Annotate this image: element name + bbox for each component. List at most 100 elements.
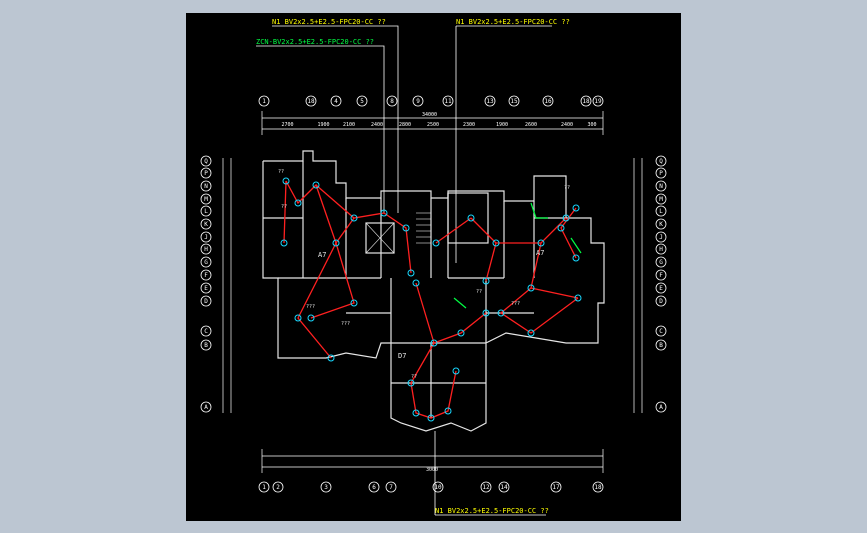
electrical-floor-plan: N1 BV2x2.5+E2.5-FPC20-CC ?? N1 BV2x2.5+E… <box>200 18 667 516</box>
light-fixture <box>427 414 435 422</box>
svg-text:B: B <box>204 342 208 349</box>
svg-text:12: 12 <box>482 484 490 491</box>
green-symbols <box>453 202 582 309</box>
svg-text:F: F <box>204 272 208 279</box>
top-dimension-value: 2300 <box>463 122 475 128</box>
svg-text:D: D <box>204 298 208 305</box>
svg-text:H: H <box>659 246 663 253</box>
top-dimension-value: 2100 <box>343 122 355 128</box>
light-fixture <box>307 314 315 322</box>
circuit-label-bottom: N1 BV2x2.5+E2.5-FPC20-CC ?? <box>435 507 549 515</box>
svg-text:P: P <box>204 170 208 177</box>
svg-text:14: 14 <box>500 484 508 491</box>
light-fixture <box>294 314 302 322</box>
top-dimension-line <box>261 111 604 135</box>
top-dimension-value: 1900 <box>496 122 508 128</box>
svg-text:17: 17 <box>552 484 560 491</box>
svg-text:G: G <box>659 259 663 266</box>
axis-bubble-left: K <box>200 218 212 230</box>
light-fixture <box>557 224 565 232</box>
axis-bubble-right: E <box>655 282 667 294</box>
svg-text:18: 18 <box>594 484 602 491</box>
axis-bubble-left: J <box>200 231 212 243</box>
axis-bubble-left: D <box>200 295 212 307</box>
light-fixture <box>380 209 388 217</box>
light-fixture <box>527 284 535 292</box>
axis-bubble-top: 8 <box>386 95 398 107</box>
svg-text:3: 3 <box>324 484 328 491</box>
light-fixture <box>572 254 580 262</box>
svg-text:15: 15 <box>510 98 518 105</box>
axis-bubble-top: 5 <box>356 95 368 107</box>
light-fixture <box>482 309 490 317</box>
bottom-total-dimension: 3000 <box>426 467 438 473</box>
light-fixture <box>350 214 358 222</box>
unit-label-a7-left: A7 <box>318 251 326 259</box>
axis-bubble-bottom: 12 <box>480 481 492 493</box>
svg-text:11: 11 <box>444 98 452 105</box>
light-fixture <box>407 269 415 277</box>
light-fixture <box>444 407 452 415</box>
axis-bubble-left: G <box>200 256 212 268</box>
svg-text:7: 7 <box>389 484 393 491</box>
top-dimension-value: 2400 <box>561 122 573 128</box>
svg-text:A: A <box>659 404 663 411</box>
axis-bubble-left: N <box>200 180 212 192</box>
axis-bubble-top: 4 <box>330 95 342 107</box>
svg-text:K: K <box>204 221 208 228</box>
room-label: ?? <box>476 289 482 295</box>
light-fixture <box>452 367 460 375</box>
axis-bubble-top: 11 <box>442 95 454 107</box>
axis-bubble-right: G <box>655 256 667 268</box>
room-label: ??? <box>306 304 315 310</box>
light-fixture <box>467 214 475 222</box>
svg-text:6: 6 <box>372 484 376 491</box>
svg-text:18: 18 <box>307 98 315 105</box>
bottom-dimension-line <box>261 449 604 473</box>
axis-bubble-left: C <box>200 325 212 337</box>
axis-bubble-right: J <box>655 231 667 243</box>
svg-text:N: N <box>659 183 663 190</box>
axis-bubble-top: 13 <box>484 95 496 107</box>
light-fixture <box>350 299 358 307</box>
axis-bubble-bottom: 18 <box>592 481 604 493</box>
axis-bubble-right: N <box>655 180 667 192</box>
axis-bubble-right: L <box>655 205 667 217</box>
light-fixture <box>407 379 415 387</box>
svg-text:L: L <box>659 208 663 215</box>
svg-text:P: P <box>659 170 663 177</box>
svg-text:N: N <box>204 183 208 190</box>
svg-text:2: 2 <box>276 484 280 491</box>
light-fixture <box>432 239 440 247</box>
axis-bubble-left: B <box>200 339 212 351</box>
building-walls <box>262 150 605 432</box>
stair-hatching <box>365 212 431 254</box>
svg-text:10: 10 <box>434 484 442 491</box>
svg-text:J: J <box>204 234 208 241</box>
svg-text:C: C <box>659 328 663 335</box>
axis-bubble-left: A <box>200 401 212 413</box>
light-fixture <box>430 339 438 347</box>
top-dimension-value: 300 <box>587 122 596 128</box>
svg-text:9: 9 <box>416 98 420 105</box>
top-dimension-value: 1900 <box>317 122 329 128</box>
light-fixture <box>412 409 420 417</box>
light-fixture <box>327 354 335 362</box>
axis-bubble-left: Q <box>200 155 212 167</box>
svg-text:1: 1 <box>262 484 266 491</box>
axis-bubble-left: M <box>200 193 212 205</box>
room-label: ?? <box>411 374 417 380</box>
svg-text:L: L <box>204 208 208 215</box>
room-label: ?? <box>281 204 287 210</box>
axis-bubble-right: K <box>655 218 667 230</box>
light-fixture <box>312 181 320 189</box>
room-label: ?? <box>564 185 570 191</box>
svg-text:4: 4 <box>334 98 338 105</box>
axis-bubble-right: P <box>655 167 667 179</box>
axis-bubble-bottom: 17 <box>550 481 562 493</box>
axis-bubble-top: 1 <box>258 95 270 107</box>
axis-bubble-right: Q <box>655 155 667 167</box>
light-fixture <box>497 309 505 317</box>
circuit-label-top-left: ZCN-BV2x2.5+E2.5-FPC20-CC ?? <box>256 38 374 46</box>
